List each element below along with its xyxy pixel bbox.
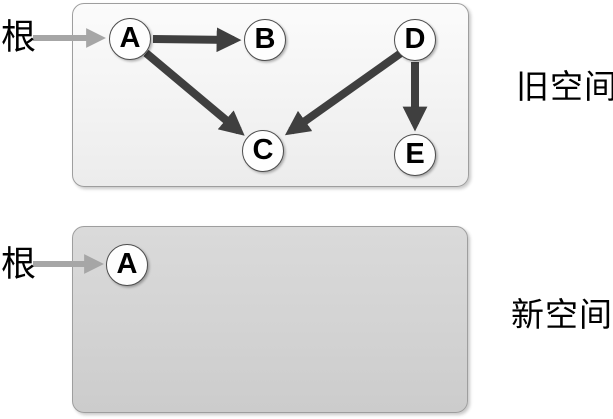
node-label-old-A: A xyxy=(119,21,141,54)
edge-old-D-to-C xyxy=(284,49,404,136)
new-space-label: 新空间 xyxy=(511,298,613,334)
edge-old-A-to-B xyxy=(152,27,242,53)
node-old-C: C xyxy=(242,130,284,172)
root-label-old: 根 xyxy=(1,18,37,57)
node-label-old-D: D xyxy=(404,22,426,55)
old-space-label: 旧空间 xyxy=(516,70,613,106)
node-new-A: A xyxy=(106,244,148,286)
node-label-old-C: C xyxy=(252,133,274,166)
edge-old-A-to-C xyxy=(143,49,245,136)
node-label-old-E: E xyxy=(405,137,425,170)
node-old-D: D xyxy=(394,19,436,61)
node-old-B: B xyxy=(244,19,286,61)
node-old-E: E xyxy=(394,134,436,176)
root-label-new: 根 xyxy=(1,245,37,284)
node-old-A: A xyxy=(109,18,151,60)
node-label-old-B: B xyxy=(254,22,276,55)
node-label-new-A: A xyxy=(116,247,138,280)
